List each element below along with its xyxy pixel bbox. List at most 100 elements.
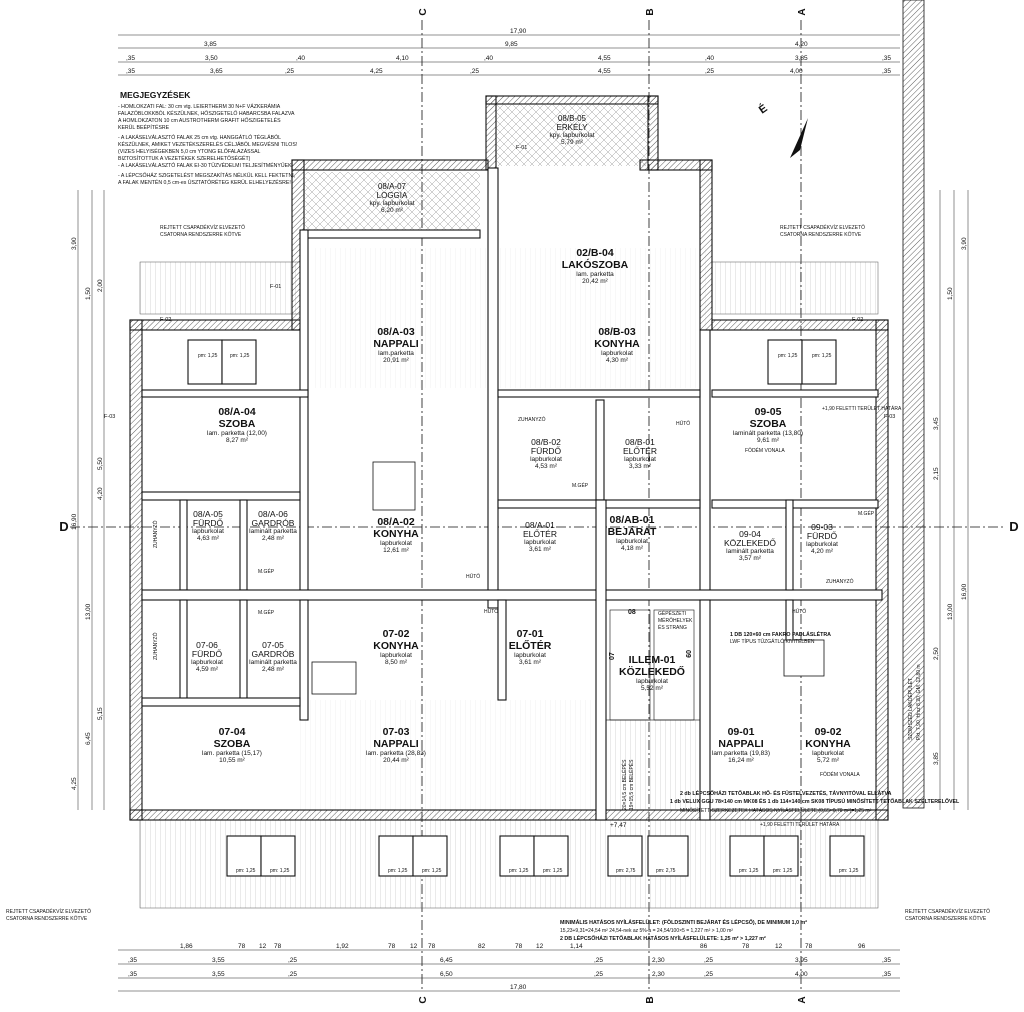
dim-b1-10: 78 [515,943,523,950]
svg-text:lapburkolat: lapburkolat [380,652,412,659]
dim-top-r4-7: ,25 [705,68,714,75]
dim-top-r3-9: ,35 [882,55,891,62]
window-tag: F-02 [852,317,863,323]
rejtett-label: CSATORNA RENDSZERRE KÖTVE [6,915,88,922]
svg-text:lam. parketta (28,83): lam. parketta (28,83) [366,750,426,757]
staircase [605,609,701,811]
room-08a-06: 08/A-06 GARDRÓB laminált parketta 2,48 m… [249,509,297,542]
svg-text:4,59 m²: 4,59 m² [196,666,219,673]
north-label: É [756,102,769,117]
svg-text:laminált parketta: laminált parketta [249,659,297,666]
dim-b1-9: 82 [478,943,486,950]
svg-text:08/A-06: 08/A-06 [258,509,288,519]
level-label: +7,47 [610,822,627,829]
room-09-04: 09-04 KÖZLEKEDŐ laminált parketta 3,57 m… [724,529,776,562]
svg-text:3,61 m²: 3,61 m² [519,659,542,666]
svg-text:4,20 m²: 4,20 m² [811,548,834,555]
svg-text:08/A-07: 08/A-07 [378,182,407,191]
svg-text:FÜRDŐ: FÜRDŐ [193,518,224,528]
stair-label: 19×15,5 cm BELÉPÉS [628,759,635,810]
neighbour-label: SZOMSZÉD LAKÓÉPÜLET [907,678,914,740]
dim-top-r4-8: 4,00 [790,68,803,75]
dim-b2-1: ,35 [128,957,137,964]
balcony-grid [496,104,648,166]
room-07-02: 07-02 KONYHA lapburkolat 8,50 m² [373,628,419,666]
note-line: FALAZÓBLOKKBÓL KÉSZÜLNEK, HŐSZIGETELŐ HA… [118,110,295,117]
svg-text:07-06: 07-06 [196,640,218,650]
dim-b3-6: 2,30 [652,971,665,978]
svg-text:lapburkolat: lapburkolat [191,659,223,666]
dim-top-r3-5: ,40 [484,55,493,62]
pm-label: pm: 1,25 [778,353,798,359]
svg-text:08/A-03: 08/A-03 [377,326,415,338]
dining-table-07 [311,661,357,695]
axis-label-b-top: B [645,8,656,15]
svg-text:5,79 m²: 5,79 m² [561,139,584,146]
svg-text:SZOBA: SZOBA [750,418,787,430]
dim-left-7: 4,25 [71,777,78,790]
dim-left-1: 16,90 [71,513,78,530]
room-08a-03: 08/A-03 NAPPALI lam.parketta 20,91 m² [373,326,418,364]
axis-label-c-top: C [418,8,429,15]
svg-text:3,33 m²: 3,33 m² [629,463,652,470]
min-label: 2 DB LÉPCSŐHÁZI TETŐABLAK HATÁSOS NYÍLÁS… [560,934,766,942]
svg-text:laminált parketta: laminált parketta [249,528,297,535]
axis-label-b-bottom: B [645,996,656,1003]
room-08a-04: 08/A-04 SZOBA lam. parketta (12,00) 8,27… [207,406,267,444]
dim-b2-4: 6,45 [440,957,453,964]
svg-text:ELŐTÉR: ELŐTÉR [623,446,657,456]
room-07-01: 07-01 ELŐTÉR lapburkolat 3,61 m² [509,628,552,666]
dim-top-r4-5: ,25 [470,68,479,75]
pm-label: pm: 1,25 [270,868,290,874]
svg-text:lapburkolat: lapburkolat [806,541,838,548]
dim-top-r4-1: ,35 [126,68,135,75]
dim-b3-3: ,25 [288,971,297,978]
window-tag: F-01 [516,145,527,151]
dim-b3-7: ,25 [704,971,713,978]
felett-label: +1,90 FELETTI TERÜLET HATÁRA [822,405,902,412]
dim-top-r3-2: 3,50 [205,55,218,62]
svg-text:10,55 m²: 10,55 m² [219,757,245,764]
dim-b3-2: 3,55 [212,971,225,978]
svg-text:SZOBA: SZOBA [214,738,251,750]
svg-text:lapburkolat: lapburkolat [601,350,633,357]
svg-text:FÜRDŐ: FÜRDŐ [531,446,562,456]
dim-right-3: 3,45 [933,417,940,430]
note-line: KÉSZÜLNEK, AMIKET VEZETÉKSZERELÉS CÉLJÁB… [118,141,297,148]
dim-b2-9: ,35 [882,957,891,964]
svg-text:FÜRDŐ: FÜRDŐ [192,649,223,659]
bottom-dimensions: 1,86 78 12 78 1,92 78 12 78 82 78 12 1,1… [118,943,900,992]
svg-text:2,48 m²: 2,48 m² [262,535,285,542]
felett-label: +1,90 FELETTI TERÜLET HATÁRA [760,821,840,828]
svg-text:08/B-05: 08/B-05 [558,114,587,123]
svg-text:8,27 m²: 8,27 m² [226,437,249,444]
svg-text:lapburkolat: lapburkolat [624,456,656,463]
svg-text:07-01: 07-01 [517,628,544,640]
svg-text:laminált parketta (13,80): laminált parketta (13,80) [733,430,803,437]
rejtett-label: REJTETT CSAPADÉKVÍZ ELVEZETŐ [905,908,990,915]
pm-label: pm: 1,25 [773,868,793,874]
pm-label: pm: 1,25 [198,353,218,359]
svg-text:02/B-04: 02/B-04 [576,247,614,259]
dim-b1-17: 96 [858,943,866,950]
dining-table-09 [783,639,825,677]
roof-windows-bottom [226,835,865,877]
note-line: - HOMLOKZATI FAL: 30 cm vtg. LEIERTHERM … [118,103,281,110]
note-line: BIZTOSÍTOTTUK A VEZETÉKEK SZERELHETŐSÉGÉ… [118,155,251,162]
pakro-label: LWF TÍPUS TŰZGÁTLÓ KIVITELBEN [730,638,815,645]
dim-b3-1: ,35 [128,971,137,978]
dim-b2-3: ,25 [288,957,297,964]
dim-b1-12: 1,14 [570,943,583,950]
window-tag: F-01 [270,284,281,290]
side-dimensions: 16,90 13,00 5,50 4,20 5,15 6,45 4,25 3,9… [71,190,969,810]
room-08a-07: 08/A-07 LOGGIA kpy. lapburkolat 6,20 m² [369,182,414,214]
pm-label: pm: 2,75 [616,868,636,874]
dim-right-8: 1,50 [947,287,954,300]
svg-text:LAKÓSZOBA: LAKÓSZOBA [562,258,629,271]
svg-text:laminált parketta: laminált parketta [726,548,774,555]
notes-title: MEGJEGYZÉSEK [120,90,191,100]
huto-label: HŰTŐ [484,608,498,615]
floor-hatch-lower [300,700,596,820]
neighbour-wall [902,0,925,809]
rejtett-label: REJTETT CSAPADÉKVÍZ ELVEZETŐ [160,224,245,231]
